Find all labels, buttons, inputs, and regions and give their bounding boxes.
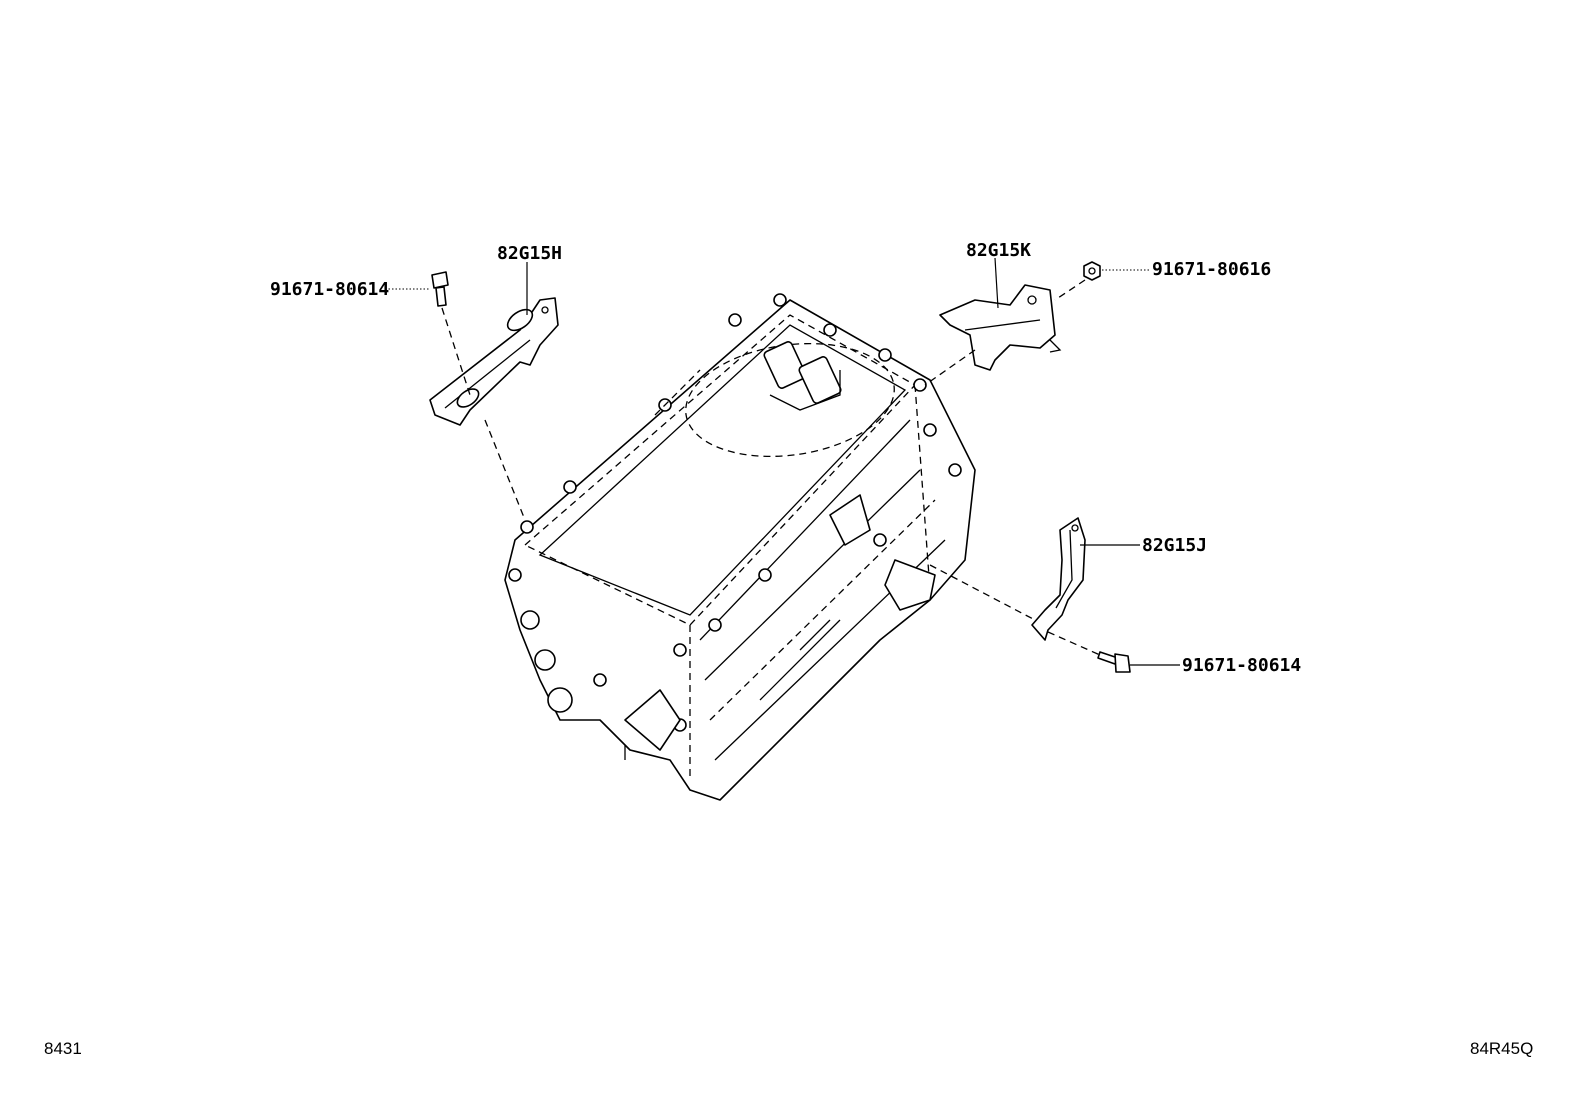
inverter-assembly [504, 293, 976, 801]
label-nut-top-right: 91671-80616 [1152, 259, 1271, 280]
alignment-lines [441, 279, 1101, 656]
label-bolt-left: 91671-80614 [270, 279, 389, 300]
label-82G15J: 82G15J [1142, 535, 1207, 556]
label-82G15H: 82G15H [497, 243, 562, 264]
label-bolt-bottom-right: 91671-80614 [1182, 655, 1301, 676]
footer-left-code: 8431 [44, 1039, 82, 1058]
bolt-bottom-right [1097, 651, 1131, 673]
bracket-82G15H [429, 297, 559, 426]
label-82G15K: 82G15K [966, 240, 1031, 261]
footer-right-code: 84R45Q [1470, 1039, 1533, 1058]
nut-top-right [1083, 261, 1101, 281]
bracket-82G15J [1031, 517, 1086, 641]
bolt-left [431, 271, 449, 307]
bracket-82G15K [939, 284, 1062, 371]
